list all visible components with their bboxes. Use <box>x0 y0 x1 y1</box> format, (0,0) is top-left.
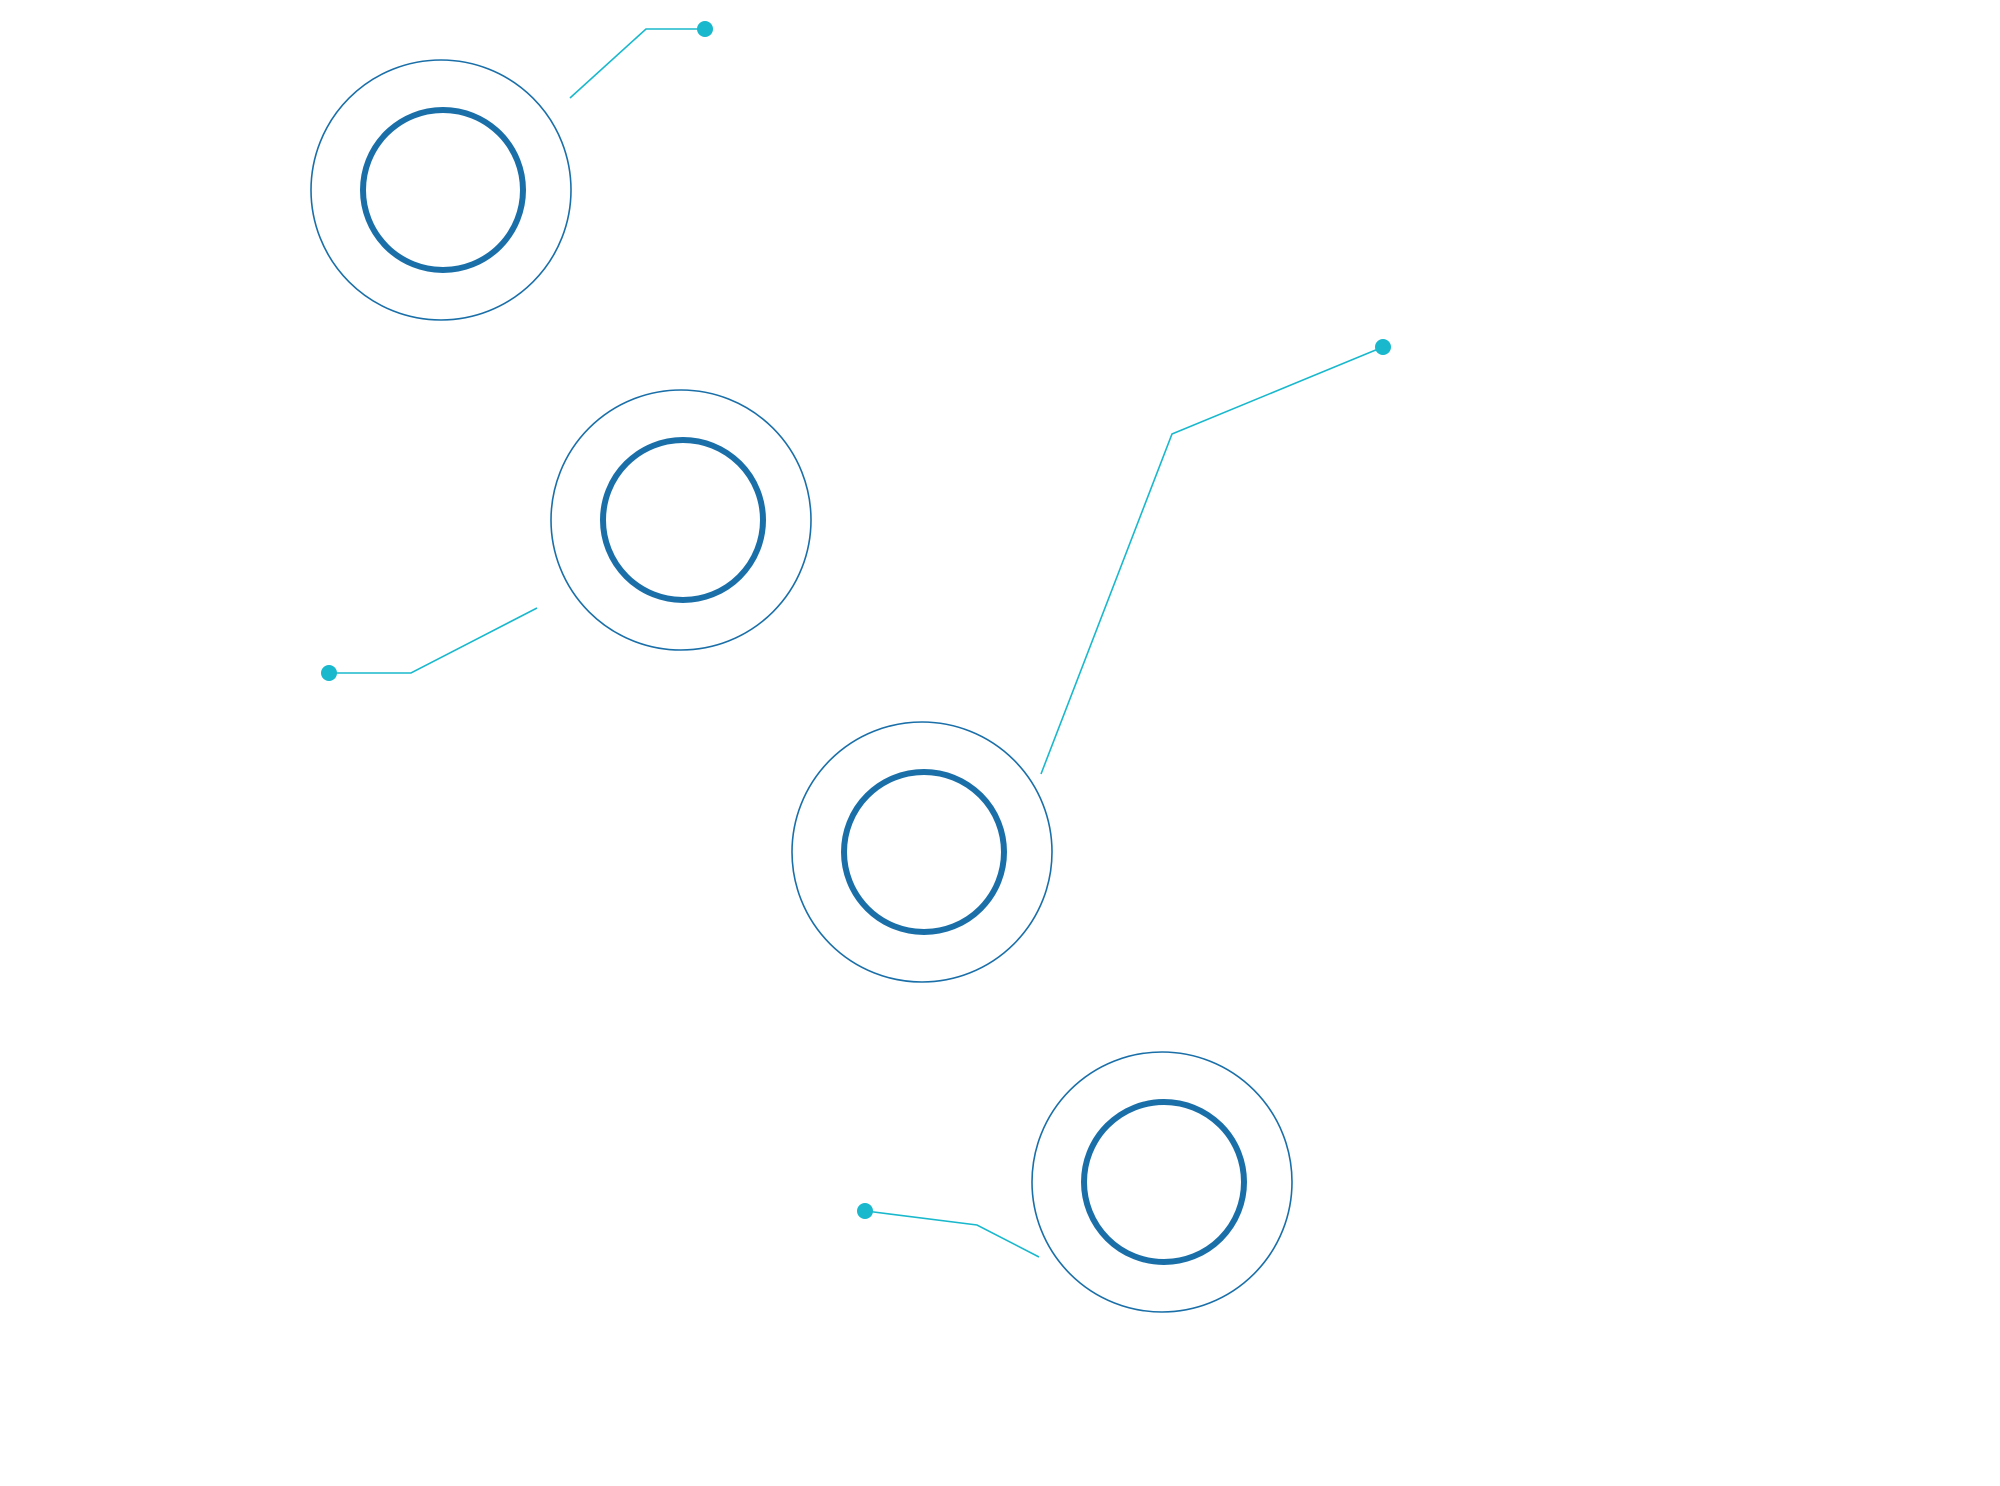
node-2-leader-dot <box>321 665 337 681</box>
node-2-connector <box>321 607 538 681</box>
node-1-connector <box>569 21 713 99</box>
node-3-outer-ring <box>791 721 1053 983</box>
node-4-connector <box>857 1203 1040 1258</box>
node-2 <box>550 389 812 651</box>
node-3-connector <box>1040 339 1391 775</box>
node-3 <box>791 721 1053 983</box>
node-4-leader-line <box>865 1210 1040 1258</box>
node-1-leader-line <box>569 28 704 99</box>
node-2-leader-line <box>330 607 538 674</box>
node-1 <box>310 59 572 321</box>
node-2-outer-ring <box>550 389 812 651</box>
node-3-leader-line <box>1040 346 1384 775</box>
node-4-leader-dot <box>857 1203 873 1219</box>
node-4-outer-ring <box>1031 1051 1293 1313</box>
node-1-inner-ring <box>360 107 526 273</box>
node-1-outer-ring <box>310 59 572 321</box>
node-2-inner-ring <box>600 437 766 603</box>
node-3-leader-dot <box>1375 339 1391 355</box>
node-4 <box>1031 1051 1293 1313</box>
node-3-inner-ring <box>841 769 1007 935</box>
node-1-leader-dot <box>697 21 713 37</box>
node-4-inner-ring <box>1081 1099 1247 1265</box>
